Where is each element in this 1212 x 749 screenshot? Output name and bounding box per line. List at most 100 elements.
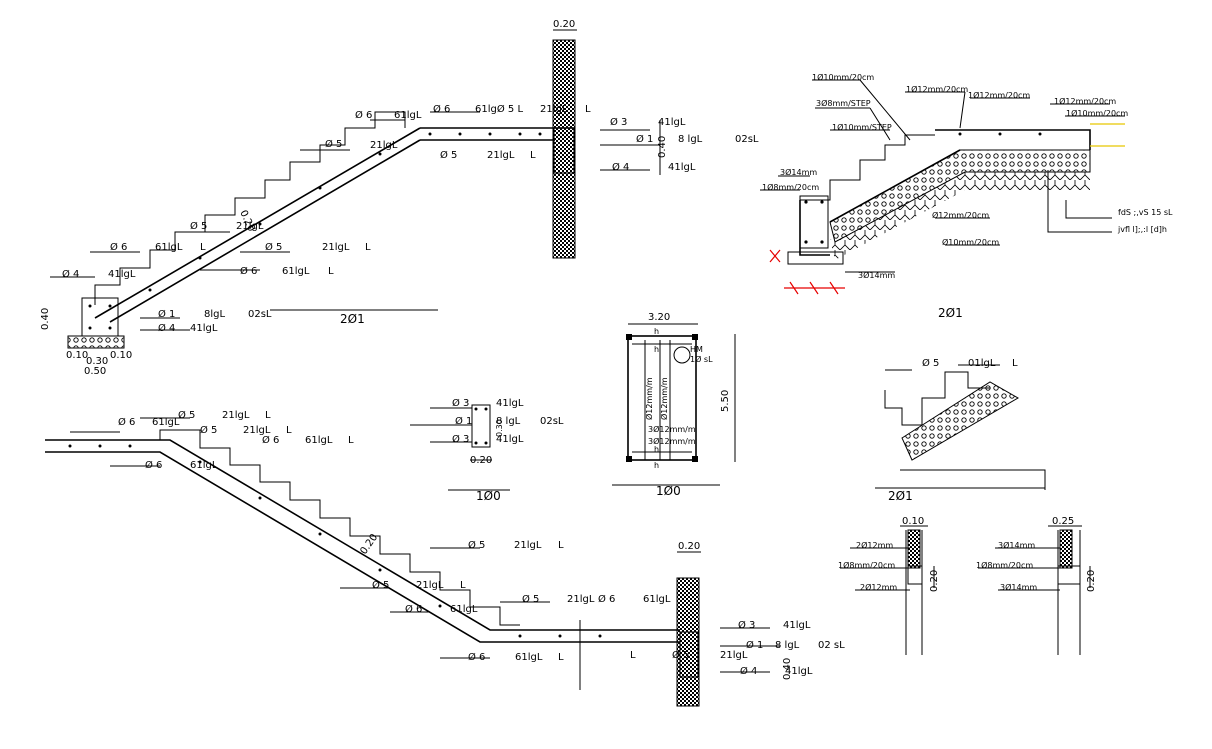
dim-label: 0.20 [929, 570, 940, 592]
stair-foundation-detail: 1Ø10mm/20cm 1Ø12mm/20cm 1Ø12mm/20cm 1Ø12… [760, 72, 1173, 320]
section-title: 2Ø1 [938, 306, 963, 320]
rebar-label: L [530, 150, 536, 161]
rebar-label: Ø 6 [262, 434, 279, 446]
rebar-label: Ø 3 [610, 116, 627, 128]
lintel-details: 0.10 0.20 2Ø12mm 1Ø8mm/20cm 2Ø12mm 0.25 … [838, 516, 1097, 655]
rebar-label: Ø 5 [468, 539, 485, 551]
rebar-label: Ø12mm/20cm [932, 210, 989, 220]
rebar-label: L [630, 650, 636, 661]
rebar-label: 21lgL [416, 580, 444, 591]
rebar-label: L [265, 410, 271, 421]
rebar-label: 41lgL [190, 323, 218, 334]
rebar-label: 21lgL [567, 594, 595, 605]
rebar-label: 1Ø12mm/20cm [906, 84, 968, 94]
plan-label: 1Ø sL [690, 354, 713, 364]
plan-label: h [654, 461, 659, 470]
dim-label: 0.10 [66, 350, 88, 361]
rebar-label: Ø 6 [405, 603, 422, 615]
rebar-label: 41lgL [658, 117, 686, 128]
rebar-label: L [200, 242, 206, 253]
rebar-label: Ø 6 [110, 241, 127, 253]
rebar-label: L [328, 266, 334, 277]
rebar-label: 61lgL [190, 460, 218, 471]
rebar-label: 1Ø8mm/20cm [838, 560, 895, 570]
section-title: 2Ø1 [340, 312, 365, 326]
rebar-label: 61lgL [450, 604, 478, 615]
plan-label: 3Ø12mm/m [648, 436, 696, 446]
plan-label: h [654, 345, 659, 354]
dim-label: 0.50 [84, 366, 106, 377]
rebar-label: Ø 4 [740, 665, 757, 677]
rebar-label: Ø 5 [522, 593, 539, 605]
rebar-label: 8 lgL [678, 134, 703, 145]
section-title: 1Ø0 [656, 484, 681, 498]
rebar-label: L [348, 435, 354, 446]
rebar-label: Ø 6 [433, 103, 450, 115]
rebar-label: L [558, 652, 564, 663]
rebar-label: 21lgL [222, 410, 250, 421]
dim-label: 0.30 [86, 356, 108, 367]
plan-label: h [654, 445, 659, 454]
rebar-label: Ø 5 [265, 241, 282, 253]
dim-label: 0.20 [1086, 570, 1097, 592]
rebar-label: 1Ø10mm/20cm [812, 72, 874, 82]
rebar-label: Ø 1 [636, 133, 653, 145]
bottom-left-stair-section: 0.20 Ø 6 61lgL Ø 5 21lgL L Ø 5 21lgL L Ø… [45, 409, 845, 707]
note-label: jvfl l];,:l [d]h [1117, 225, 1167, 234]
rebar-label: Ø 3 [452, 397, 469, 409]
beam-section: Ø 3 41lgL Ø 1 8 lgL 02sL Ø 3 41lgL 0.20 … [410, 397, 564, 503]
rebar-label: 21lgL [720, 650, 748, 661]
rebar-label: 02sL [540, 416, 564, 427]
rebar-label: 3Ø14mm [780, 167, 817, 177]
plan-label: Ø12mm/m [644, 377, 654, 420]
rebar-label: Ø 5 [372, 579, 389, 591]
rebar-label: 02sL [735, 134, 759, 145]
rebar-label: 3Ø14mm [858, 270, 895, 280]
rebar-label: 1Ø8mm/20cm [762, 182, 819, 192]
rebar-label: 01lgL [968, 358, 996, 369]
rebar-label: 21lgL [514, 540, 542, 551]
plan-label: 3Ø12mm/m [648, 424, 696, 434]
rebar-label: Ø 6 [355, 109, 372, 121]
section-title: 1Ø0 [476, 489, 501, 503]
plan-label: HM [690, 345, 703, 354]
rebar-label: Ø 3 [452, 433, 469, 445]
rebar-label: 02sL [248, 309, 272, 320]
dim-label: 0.25 [1052, 516, 1074, 527]
rebar-label: 2Ø12mm [856, 540, 893, 550]
rebar-label: 41lgL [496, 434, 524, 445]
rebar-label: 3Ø14mm [998, 540, 1035, 550]
rebar-label: Ø 1 [158, 308, 175, 320]
rebar-label: 21lgL [487, 150, 515, 161]
rebar-label: Ø 3 [738, 619, 755, 631]
rebar-label: 21lgL [243, 425, 271, 436]
rebar-label: 02 sL [818, 640, 845, 651]
stair-plan: 3.20 5.50 h h h h HM 1Ø sL Ø12mm/m Ø12mm… [612, 312, 736, 498]
rebar-label: 61lgL [155, 242, 183, 253]
rebar-label: L [286, 425, 292, 436]
rebar-label: 3Ø14mm [1000, 582, 1037, 592]
dim-label: 5.50 [720, 390, 731, 412]
rebar-label: 3Ø8mm/STEP [816, 98, 871, 108]
dim-label: 3.20 [648, 312, 670, 323]
rebar-label: Ø 5 [672, 649, 689, 661]
rebar-label: Ø 5 [325, 138, 342, 150]
rebar-label: 21lgL [370, 140, 398, 151]
rebar-label: L [1012, 358, 1018, 369]
rebar-label: Ø 4 [158, 322, 175, 334]
rebar-label: L [558, 540, 564, 551]
stair-edge-detail: Ø 5 01lgL L 2Ø1 [875, 357, 1046, 503]
rebar-label: Ø 6 [118, 416, 135, 428]
rebar-label: 41lgL [668, 162, 696, 173]
rebar-label: 21lgL [322, 242, 350, 253]
rebar-label: 8 lgL [496, 416, 521, 427]
rebar-label: Ø 4 [62, 268, 79, 280]
plan-label: Ø12mm/m [659, 377, 669, 420]
rebar-label: 1Ø10mm/20cm [1066, 108, 1128, 118]
rebar-label: 61lgL [515, 652, 543, 663]
rebar-label: Ø10mm/20cm [942, 237, 999, 247]
rebar-label: Ø 1 [746, 639, 763, 651]
rebar-label: 8lgL [204, 309, 225, 320]
dim-label: 0.10 [902, 516, 924, 527]
